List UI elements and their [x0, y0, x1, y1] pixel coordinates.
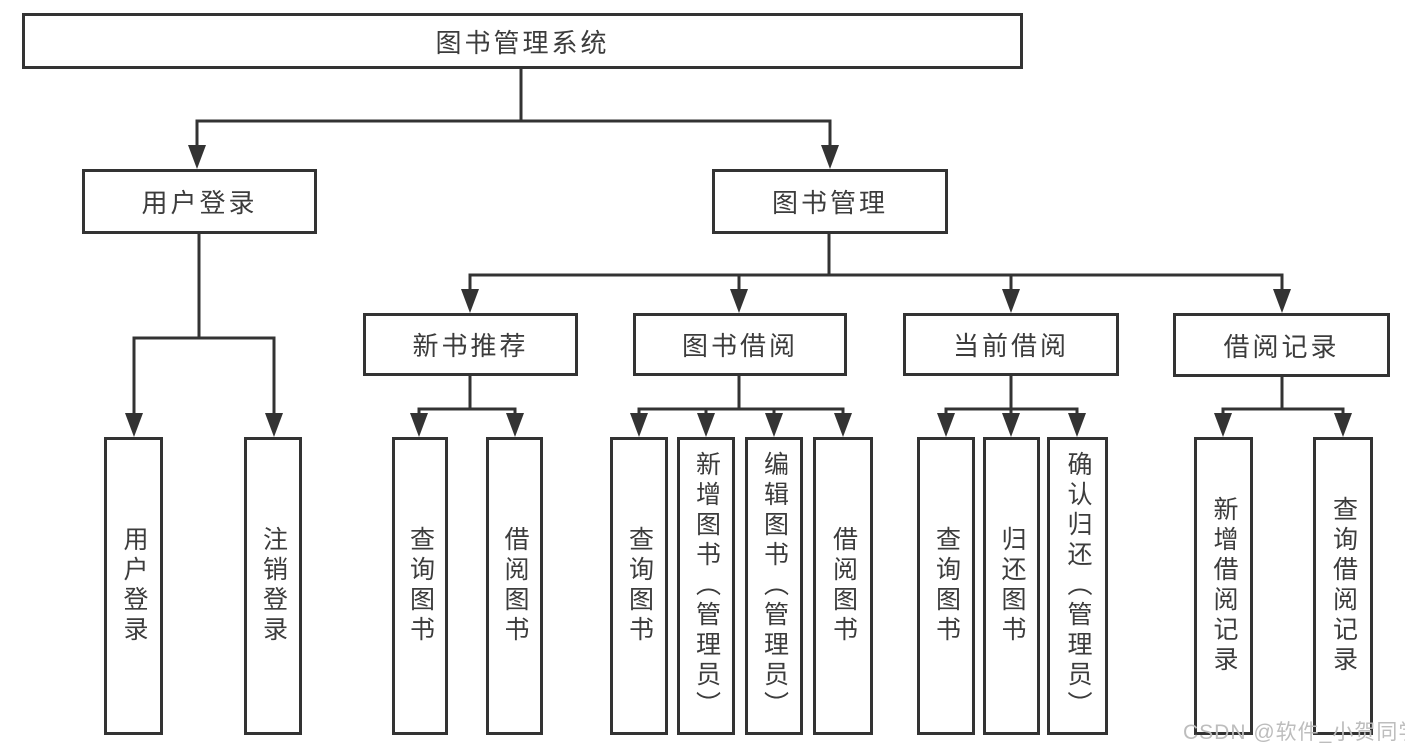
leaf-borrow-books-2: 借阅图书: [813, 437, 873, 735]
leaf-add-books-admin: 新增图书（管理员）: [677, 437, 735, 735]
node-label: 图书借阅: [681, 331, 798, 361]
leaf-logout: 注销登录: [244, 437, 302, 735]
leaf-label: 查询图书: [932, 526, 961, 646]
leaf-label: 注销登录: [259, 526, 288, 646]
node-root-system: 图书管理系统: [22, 13, 1023, 69]
leaf-borrow-books-1: 借阅图书: [486, 437, 543, 735]
leaf-label: 新增图书（管理员）: [692, 451, 721, 721]
leaf-label: 确认归还（管理员）: [1064, 451, 1092, 721]
node-label: 图书管理: [771, 188, 888, 218]
node-root-label: 图书管理系统: [435, 27, 610, 58]
leaf-add-borrow-record: 新增借阅记录: [1194, 437, 1253, 735]
leaf-query-books-2: 查询图书: [610, 437, 668, 735]
node-current-borrow: 当前借阅: [903, 313, 1119, 376]
leaf-confirm-return-admin: 确认归还（管理员）: [1047, 437, 1108, 735]
csdn-watermark: CSDN @软件_小贺同学: [1183, 721, 1405, 744]
node-borrow-record: 借阅记录: [1173, 313, 1390, 377]
node-user-login: 用户登录: [82, 169, 317, 234]
leaf-label: 查询借阅记录: [1329, 496, 1358, 676]
node-book-management: 图书管理: [712, 169, 948, 234]
node-new-book-recommend: 新书推荐: [363, 313, 578, 376]
leaf-label: 编辑图书（管理员）: [760, 451, 789, 721]
leaf-label: 用户登录: [120, 526, 148, 646]
arrowhead-icons: [125, 145, 1352, 437]
leaf-label: 借阅图书: [829, 526, 858, 646]
leaf-label: 归还图书: [998, 526, 1026, 646]
node-book-borrow: 图书借阅: [633, 313, 847, 376]
leaf-query-books-1: 查询图书: [392, 437, 448, 735]
node-label: 新书推荐: [412, 331, 529, 361]
leaf-edit-books-admin: 编辑图书（管理员）: [745, 437, 803, 735]
leaf-label: 查询图书: [625, 526, 654, 646]
leaf-query-books-3: 查询图书: [917, 437, 975, 735]
leaf-return-books: 归还图书: [983, 437, 1040, 735]
leaf-label: 新增借阅记录: [1210, 496, 1238, 676]
leaf-query-borrow-record: 查询借阅记录: [1313, 437, 1373, 735]
leaf-label: 查询图书: [406, 526, 435, 646]
leaf-user-login: 用户登录: [104, 437, 163, 735]
node-label: 用户登录: [141, 188, 258, 218]
leaf-label: 借阅图书: [501, 526, 529, 646]
node-label: 借阅记录: [1223, 331, 1340, 362]
node-label: 当前借阅: [952, 331, 1069, 361]
